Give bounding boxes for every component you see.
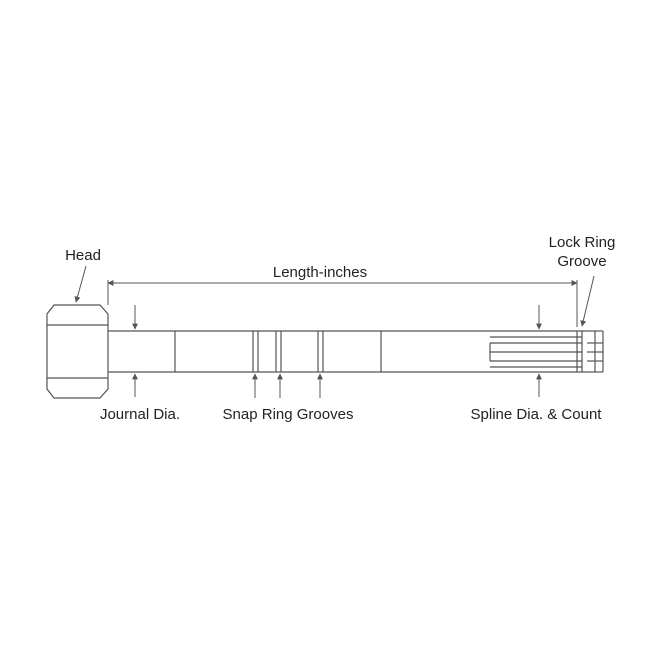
snap-ring-grooves-drawing <box>252 331 324 372</box>
spline-count-label: Spline Dia. & Count <box>471 406 603 423</box>
shaft-drawing <box>46 304 604 399</box>
snap-ring-grooves-label: Snap Ring Grooves <box>223 406 354 423</box>
lock-ring-label-line1: Lock Ring <box>549 234 616 251</box>
lock-ring-leader <box>580 275 595 327</box>
spline-section <box>489 330 604 373</box>
journal-dia-label: Journal Dia. <box>100 406 180 423</box>
head-label: Head <box>65 247 101 264</box>
shaft-body <box>108 330 587 373</box>
dimension-lines <box>74 265 595 398</box>
head-leader <box>74 265 87 303</box>
lock-ring-label-line2: Groove <box>557 253 606 270</box>
shaft-head <box>46 304 109 399</box>
length-label: Length-inches <box>273 264 367 281</box>
